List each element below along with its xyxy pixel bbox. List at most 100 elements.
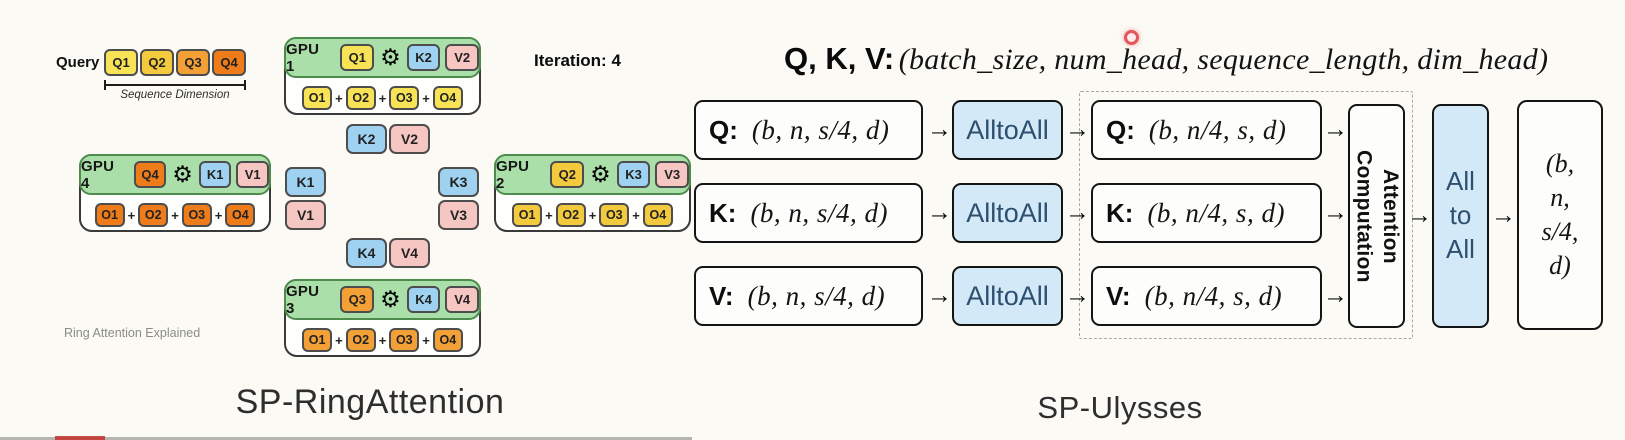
query-chip: Q1 [104,49,138,76]
output-shape-line: d) [1549,250,1571,280]
arrow-icon: → [1065,281,1090,309]
tensor-label: K: [1106,197,1134,228]
arrow-icon: → [1065,115,1090,143]
output-chip: O3 [181,203,212,227]
gear-icon: ⚙ [380,286,401,312]
output-chip: O2 [138,203,169,227]
gear-icon: ⚙ [172,161,193,187]
dashed-group-border [1079,91,1413,339]
plus-sign: + [335,332,343,348]
tensor-shape: (b, n, s/4, d) [751,114,890,145]
all-to-all-line: All [1446,166,1475,197]
ring-k-chip: K4 [346,238,387,268]
q-chip: Q4 [133,161,167,188]
output-sum-row: O1 + O2 + O3 + O4 [286,328,479,352]
output-chip: O4 [432,328,463,352]
output-shape-line: s/4, [1541,217,1579,246]
sequence-dimension-label: Sequence Dimension [120,89,230,101]
tensor-label: V: [709,280,734,311]
plus-sign: + [378,332,387,348]
plus-sign: + [545,207,553,223]
q-chip: Q3 [340,286,375,313]
k-chip: K3 [616,161,651,188]
arrow-icon: → [1323,281,1348,309]
attention-computation-label: Attention Computation [1352,149,1402,283]
gpu1-box: GPU 1 Q1 ⚙ K2 V2 O1 + O2 + O3 + O4 [284,37,481,115]
iteration-label: Iteration: 4 [534,51,621,70]
tensor-shape: (b, n/4, s, d) [1144,280,1283,311]
plus-sign: + [171,207,179,223]
query-chip: Q4 [212,49,246,76]
k-chip: K4 [406,286,441,313]
ring-v-chip: V1 [285,200,326,230]
plus-sign: + [632,207,640,223]
arrow-icon: → [927,198,952,226]
output-chip: O4 [642,203,673,227]
gear-icon: ⚙ [590,161,611,187]
output-chip: O2 [555,203,586,227]
ring-v-chip: V2 [389,124,430,154]
v-chip: V3 [655,161,689,188]
q-chip: Q1 [340,44,375,71]
ring-k-chip: K1 [285,167,326,197]
alltoall-box: AlltoAll [952,266,1063,326]
sequence-dimension-arrow [104,80,246,90]
alltoall-box: AlltoAll [952,183,1063,243]
tensor-box-q-out: Q: (b, n/4, s, d) [1091,100,1322,160]
attention-computation-box: Attention Computation [1348,104,1405,328]
output-shape-line: n, [1550,183,1570,213]
output-sum-row: O1 + O2 + O3 + O4 [286,86,479,110]
tensor-box-k-in: K: (b, n, s/4, d) [694,183,923,243]
query-chip-row: Q1 Q2 Q3 Q4 [104,49,246,76]
tensor-box-v-out: V: (b, n/4, s, d) [1091,266,1322,326]
ring-v-chip: V3 [438,200,479,230]
tensor-label: V: [1106,280,1131,311]
tensor-shape: (b, n, s/4, d) [747,280,886,311]
arrow-icon: → [1491,201,1516,229]
laser-pointer-dot [1124,30,1139,45]
ring-attention-caption: Ring Attention Explained [64,326,201,340]
arrow-end-tick [244,80,246,90]
output-chip: O1 [94,203,125,227]
arrow-icon: → [1323,115,1348,143]
output-chip: O3 [599,203,630,227]
plus-sign: + [214,207,223,223]
tensor-shape: (b, n, s/4, d) [750,197,888,228]
plus-sign: + [422,332,430,348]
sp-ulysses-title: SP-Ulysses [1037,390,1203,425]
qkv-shape-header: Q, K, V: (batch_size, num_head, sequence… [784,41,1548,77]
all-to-all-line: to [1449,200,1472,231]
gpu-name: GPU 2 [496,157,530,192]
video-progress-bar [0,437,692,440]
gpu-name: GPU 3 [286,282,320,317]
output-chip: O1 [302,328,333,352]
query-label: Query [56,54,100,71]
tensor-box-k-out: K: (b, n/4, s, d) [1091,183,1322,243]
alltoall-box: AlltoAll [952,100,1063,160]
tensor-label: K: [709,197,737,228]
output-chip: O3 [389,328,420,352]
gpu2-header: GPU 2 Q2 ⚙ K3 V3 [494,154,691,195]
gear-icon: ⚙ [380,44,401,70]
gpu2-box: GPU 2 Q2 ⚙ K3 V3 O1 + O2 + O3 + O4 [494,154,691,232]
qkv-header-tuple: (batch_size, num_head, sequence_length, … [898,43,1549,76]
v-chip: V2 [445,44,479,71]
query-chip: Q3 [176,49,210,76]
gpu4-box: GPU 4 Q4 ⚙ K1 V1 O1 + O2 + O3 + O4 [79,154,271,232]
tensor-box-v-in: V: (b, n, s/4, d) [694,266,923,326]
all-to-all-line: All [1446,233,1475,264]
output-chip: O3 [389,86,420,110]
plus-sign: + [127,207,136,223]
output-chip: O2 [345,328,376,352]
gpu-name: GPU 1 [286,40,320,75]
arrow-icon: → [927,281,952,309]
k-chip: K1 [198,161,232,188]
gpu1-header: GPU 1 Q1 ⚙ K2 V2 [284,37,481,78]
arrow-icon: → [927,115,952,143]
gpu3-box: GPU 3 Q3 ⚙ K4 V4 O1 + O2 + O3 + O4 [284,279,481,357]
output-chip: O1 [512,203,543,227]
video-progress-played [55,436,105,440]
output-shape-line: (b, [1545,149,1575,179]
plus-sign: + [378,90,387,106]
